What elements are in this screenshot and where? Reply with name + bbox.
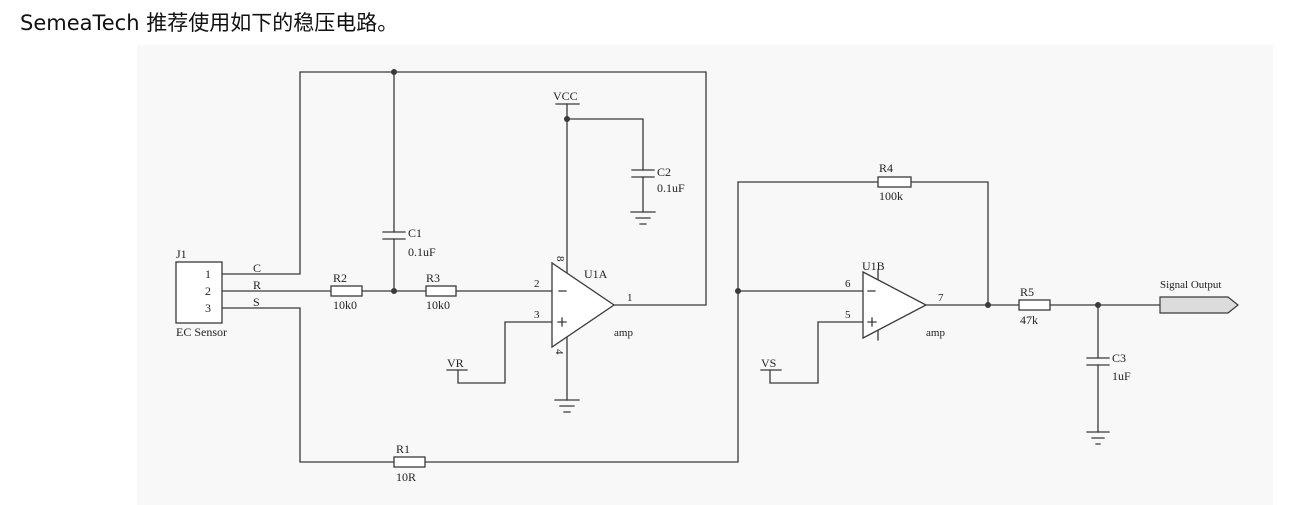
- connector-name: EC Sensor: [176, 325, 227, 339]
- resistor-ref: R2: [333, 271, 347, 285]
- capacitor-plates: [1086, 357, 1110, 366]
- pin-number: 6: [845, 278, 851, 290]
- resistor-body: [393, 456, 426, 468]
- junction-dot: [391, 69, 397, 75]
- wire-r4-to-output-node: [910, 181, 989, 306]
- capacitor-ref: C3: [1112, 351, 1126, 365]
- pin-number: 3: [534, 309, 540, 321]
- output-port-arrow-icon: [1159, 296, 1239, 314]
- power-port-label: VCC: [553, 89, 578, 103]
- opamp-ref: U1A: [584, 267, 608, 281]
- resistor-value: 10k0: [426, 298, 450, 312]
- junctions: [391, 69, 1101, 308]
- opamp-value: amp: [926, 327, 945, 339]
- pin-number: 5: [845, 309, 851, 321]
- pin-number: 2: [534, 278, 540, 290]
- ground-icon: [554, 399, 580, 413]
- connector-body: [175, 261, 223, 324]
- junction-dot: [735, 288, 741, 294]
- resistor-value: 47k: [1020, 313, 1038, 327]
- capacitor-value: 0.1uF: [657, 181, 685, 195]
- resistor-r3: R3 10k0: [425, 271, 457, 312]
- wire-vr-to-u1a: [457, 321, 553, 384]
- opamp-u1a: U1A amp 2 3 1 8 4: [534, 256, 633, 355]
- wire-vs-to-u1b: [769, 321, 864, 384]
- junction-dot: [391, 288, 397, 294]
- opamp-value: amp: [614, 327, 633, 339]
- resistor-body: [1018, 299, 1051, 311]
- output-port-label: Signal Output: [1160, 279, 1221, 291]
- power-port-label: VR: [447, 356, 464, 370]
- ground-icon: [630, 211, 656, 225]
- capacitor-ref: C1: [408, 226, 422, 240]
- resistor-r5: R5 47k: [1018, 285, 1051, 327]
- connector-j1: J1 1 2 3 C R S EC Sensor: [175, 247, 261, 339]
- junction-dot: [564, 116, 570, 122]
- net-label-c: C: [253, 261, 261, 275]
- pin-number: 1: [627, 292, 633, 304]
- net-label-r: R: [253, 278, 261, 292]
- opamp-ref: U1B: [862, 259, 885, 273]
- resistor-ref: R4: [879, 161, 893, 175]
- plus-sign-icon: [867, 317, 877, 327]
- wire-s-to-r1: [221, 307, 395, 463]
- resistor-ref: R5: [1020, 285, 1034, 299]
- connector-pin-3: 3: [205, 301, 211, 315]
- resistor-ref: R1: [396, 442, 410, 456]
- wire-r1-to-r4: [424, 181, 879, 463]
- connector-pin-1: 1: [205, 267, 211, 281]
- opamp-triangle: [551, 261, 616, 349]
- resistor-r4: R4 100k: [877, 161, 912, 203]
- power-port-vr: VR: [446, 356, 468, 371]
- diagram-panel: [137, 45, 1273, 505]
- capacitor-plates: [382, 231, 406, 240]
- capacitor-c3: C3 1uF: [1086, 351, 1131, 383]
- junction-dot: [1095, 302, 1101, 308]
- wire-c-feedback: [221, 71, 707, 306]
- opamp-u1b: U1B amp 6 5 7: [845, 259, 945, 341]
- capacitor-c1: C1 0.1uF: [382, 226, 436, 259]
- resistor-body: [330, 285, 363, 297]
- resistor-body: [425, 285, 457, 297]
- pin-number: 4: [553, 349, 565, 355]
- pin-number: 7: [938, 292, 944, 304]
- pin-number: 8: [554, 256, 566, 262]
- capacitor-c2: C2 0.1uF: [631, 165, 685, 195]
- capacitor-value: 1uF: [1112, 369, 1131, 383]
- net-label-s: S: [253, 295, 260, 309]
- plus-sign-icon: [557, 317, 567, 327]
- capacitor-ref: C2: [657, 165, 671, 179]
- ground-icon: [1086, 431, 1110, 445]
- connector-ref: J1: [176, 247, 187, 261]
- resistor-r2: R2 10k0: [330, 271, 363, 312]
- resistor-r1: R1 10R: [393, 442, 426, 484]
- connector-pin-2: 2: [205, 284, 211, 298]
- page-heading: SemeaTech 推荐使用如下的稳压电路。: [20, 11, 399, 35]
- output-port: Signal Output: [1159, 279, 1239, 314]
- resistor-body: [877, 176, 912, 188]
- power-port-label: VS: [761, 356, 776, 370]
- capacitor-plates: [631, 169, 655, 178]
- resistor-ref: R3: [426, 271, 440, 285]
- power-port-vcc: VCC: [553, 89, 580, 105]
- capacitor-value: 0.1uF: [408, 245, 436, 259]
- resistor-value: 10R: [396, 470, 416, 484]
- resistor-value: 10k0: [333, 298, 357, 312]
- wire-vcc-to-c2: [566, 118, 644, 171]
- junction-dot: [985, 302, 991, 308]
- opamp-triangle: [862, 270, 928, 340]
- wires: [221, 71, 1161, 463]
- power-port-vs: VS: [760, 356, 782, 371]
- resistor-value: 100k: [879, 189, 903, 203]
